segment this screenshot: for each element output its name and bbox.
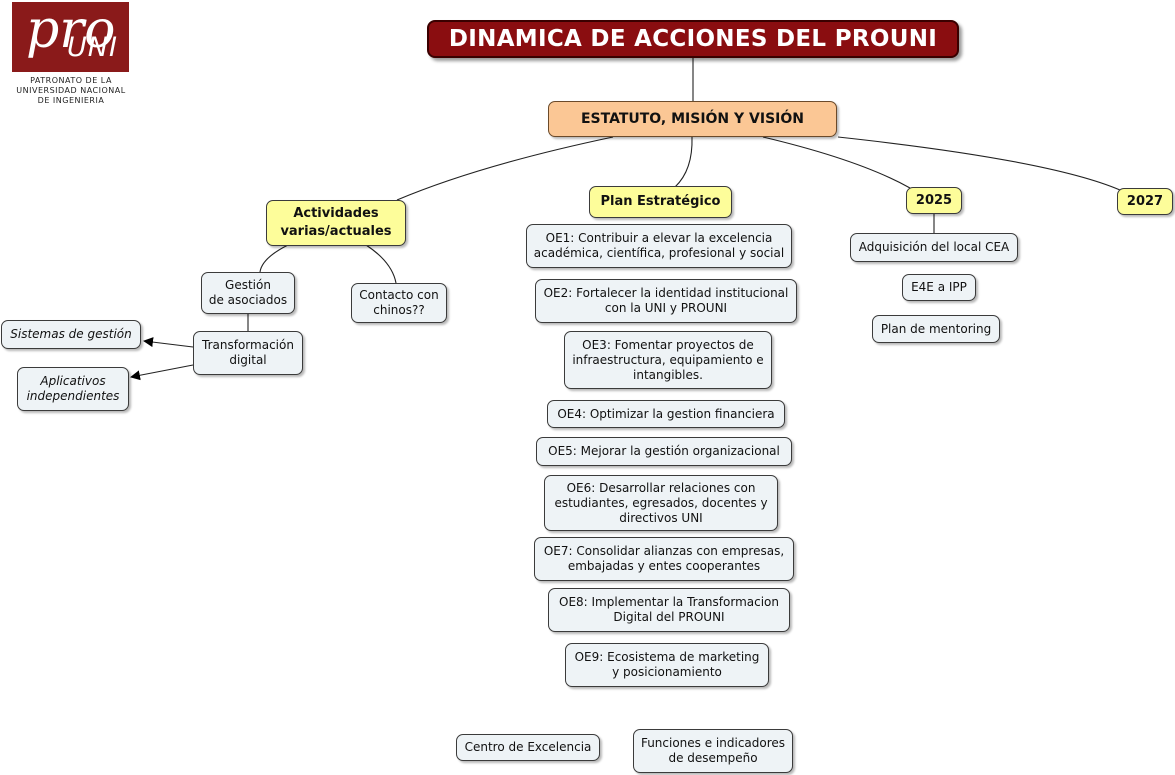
node-oe4[interactable]: OE4: Optimizar la gestion financiera [547, 400, 785, 428]
branch-plan-estrategico[interactable]: Plan Estratégico [589, 186, 732, 218]
node-oe5[interactable]: OE5: Mejorar la gestión organizacional [536, 437, 792, 466]
node-funciones-indicadores[interactable]: Funciones e indicadores de desempeño [633, 729, 793, 773]
link-root-2027 [837, 136, 1121, 191]
node-adquisicion-local[interactable]: Adquisición del local CEA [850, 233, 1018, 262]
root-node[interactable]: ESTATUTO, MISIÓN Y VISIÓN [548, 101, 837, 137]
link-actividades-contacto [365, 244, 397, 284]
branch-actividades[interactable]: Actividades varias/actuales [266, 200, 406, 246]
diagram-title: DINAMICA DE ACCIONES DEL PROUNI [427, 20, 959, 58]
node-oe8[interactable]: OE8: Implementar la Transformacion Digit… [548, 588, 790, 632]
link-root-actividades [396, 136, 614, 201]
node-contacto-chinos[interactable]: Contacto con chinos?? [351, 283, 447, 323]
node-centro-excelencia[interactable]: Centro de Excelencia [456, 734, 600, 761]
node-oe3[interactable]: OE3: Fomentar proyectos de infraestructu… [564, 331, 772, 389]
node-e4e-ipp[interactable]: E4E a IPP [902, 274, 976, 301]
logo-caption: PATRONATO DE LA UNIVERSIDAD NACIONAL DE … [16, 76, 126, 105]
node-transformacion-digital[interactable]: Transformación digital [193, 331, 303, 375]
node-oe1[interactable]: OE1: Contribuir a elevar la excelencia a… [526, 224, 792, 268]
node-oe7[interactable]: OE7: Consolidar alianzas con empresas, e… [534, 537, 794, 581]
logo-wordmark-uni: UNI [67, 32, 118, 63]
link-root-2025 [762, 136, 911, 189]
link-root-plan [674, 136, 693, 188]
logo-wordmark-pro: pro [26, 0, 116, 60]
node-oe2[interactable]: OE2: Fortalecer la identidad institucion… [535, 279, 797, 323]
branch-2027[interactable]: 2027 [1117, 188, 1173, 215]
node-aplicativos-independientes[interactable]: Aplicativos independientes [17, 367, 129, 411]
arrow-to-aplicativos [130, 364, 194, 381]
branch-2025[interactable]: 2025 [906, 187, 962, 214]
logo-badge: pro UNI [12, 0, 129, 72]
node-oe9[interactable]: OE9: Ecosistema de marketing y posiciona… [565, 643, 769, 687]
node-plan-mentoring[interactable]: Plan de mentoring [872, 315, 1000, 343]
arrow-to-sistemas [143, 337, 194, 348]
node-gestion-asociados[interactable]: Gestión de asociados [201, 272, 295, 314]
node-sistemas-gestion[interactable]: Sistemas de gestión [1, 320, 141, 349]
prouni-logo: pro UNI PATRONATO DE LA UNIVERSIDAD NACI… [8, 0, 134, 106]
link-actividades-gestion [259, 244, 289, 273]
node-oe6[interactable]: OE6: Desarrollar relaciones con estudian… [544, 475, 778, 531]
